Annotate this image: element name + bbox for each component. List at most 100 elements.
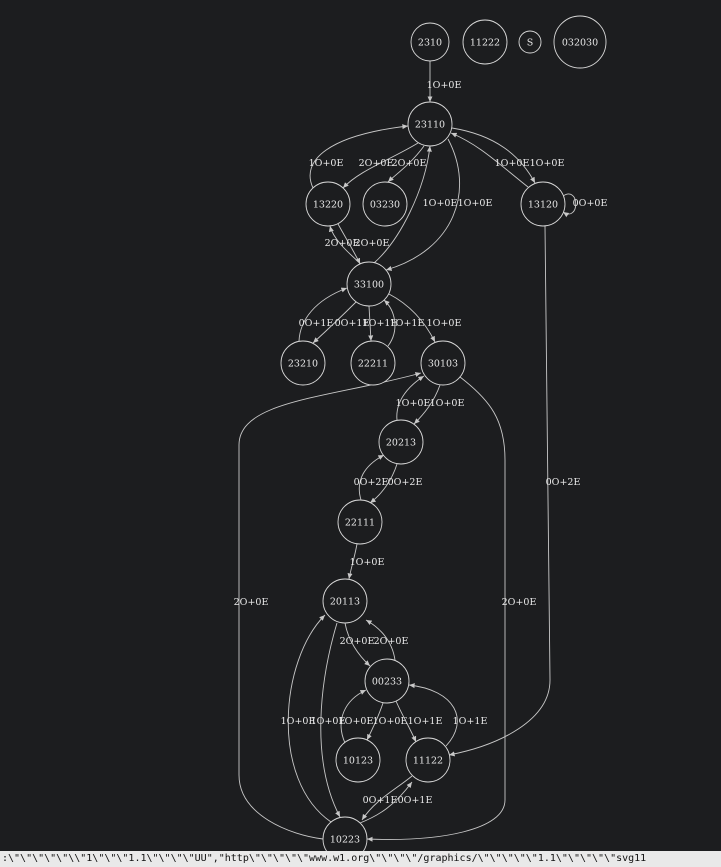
edge-line <box>369 463 398 504</box>
node-label: 20113 <box>330 597 360 608</box>
state-node-2310[interactable]: 2310 <box>410 22 450 62</box>
edge-line <box>387 145 425 183</box>
edge-10223-to-30103: 2O+0E <box>234 372 422 840</box>
node-circle[interactable] <box>280 340 326 386</box>
state-node-00233[interactable]: 00233 <box>364 658 410 704</box>
edge-13220-to-33100: 2O+0E <box>337 223 389 265</box>
edge-line <box>342 142 419 189</box>
node-circle[interactable] <box>322 578 368 624</box>
node-label: 20213 <box>386 438 416 449</box>
state-node-13220[interactable]: 13220 <box>305 181 351 227</box>
node-circle[interactable] <box>405 737 451 783</box>
state-node-13120[interactable]: 13120 <box>520 181 566 227</box>
edge-20213-to-22111: 0O+2E <box>369 463 423 504</box>
edge-label: 1O+1E <box>390 318 425 329</box>
state-node-23110[interactable]: 23110 <box>407 101 453 147</box>
state-node-20113[interactable]: 20113 <box>322 578 368 624</box>
edge-label: 0O+2E <box>546 477 581 488</box>
edge-20113-to-00233: 2O+0E <box>340 622 374 667</box>
edge-22211-to-33100: 1O+1E <box>383 299 425 347</box>
node-circle[interactable] <box>305 181 351 227</box>
edge-line <box>344 622 371 667</box>
edge-label: 1O+1E <box>453 716 488 727</box>
edge-line <box>347 543 358 580</box>
state-node-23210[interactable]: 23210 <box>280 340 326 386</box>
edge-11122-to-10223: 0O+1E <box>361 775 413 821</box>
state-node-11222[interactable]: 11222 <box>462 19 508 65</box>
edge-label: 1O+0E <box>495 158 530 169</box>
node-label: 23110 <box>415 120 445 131</box>
edge-label: 0O+0E <box>573 198 608 209</box>
edge-label: 1O+0E <box>281 716 316 727</box>
state-node-20213[interactable]: 20213 <box>378 419 424 465</box>
state-node-30103[interactable]: 30103 <box>420 340 466 386</box>
node-circle[interactable] <box>520 181 566 227</box>
nodes-layer: 2310 11222 S 032030 23110 13220 03230 13120 3310… <box>280 15 607 851</box>
node-circle[interactable] <box>410 22 450 62</box>
edge-line <box>368 305 374 342</box>
edge-23110-to-13220: 2O+0E <box>342 142 419 189</box>
edge-label: 1O+0E <box>311 716 346 727</box>
edge-label: 1O+0E <box>530 158 565 169</box>
edge-13220-to-23110: 1O+0E <box>309 124 409 189</box>
edge-line <box>312 301 357 344</box>
node-circle[interactable] <box>407 101 453 147</box>
node-circle[interactable] <box>553 15 607 69</box>
edge-00233-to-20113: 2O+0E <box>365 619 408 661</box>
node-circle[interactable] <box>364 658 410 704</box>
state-node-S[interactable]: S <box>518 30 542 54</box>
edge-label: 1O+0E <box>427 318 462 329</box>
edge-label: 2O+0E <box>392 158 427 169</box>
edge-label: 2O+0E <box>502 597 537 608</box>
node-circle[interactable] <box>378 419 424 465</box>
node-circle[interactable] <box>335 737 381 783</box>
edge-label: 2O+0E <box>234 597 269 608</box>
edge-line <box>385 138 461 271</box>
edge-line <box>413 384 441 425</box>
edge-10223-to-11122: 0O+1E <box>359 781 432 824</box>
edge-30103-to-20213: 1O+0E <box>413 384 464 425</box>
edge-line <box>408 683 458 747</box>
node-label: 22211 <box>358 359 388 370</box>
edge-label: 1O+0E <box>423 198 458 209</box>
edge-label: 0O+2E <box>388 477 423 488</box>
edge-line <box>383 299 396 347</box>
edge-20113-to-10223: 1O+0E <box>311 622 346 818</box>
edge-10123-to-00233: 1O+0E <box>339 689 373 744</box>
node-label: 13220 <box>313 200 343 211</box>
node-label: 23210 <box>288 359 318 370</box>
node-circle[interactable] <box>350 340 396 386</box>
edge-label: 1O+0E <box>427 80 462 91</box>
state-node-10223[interactable]: 10223 <box>322 816 368 851</box>
node-circle[interactable] <box>518 30 542 54</box>
state-node-33100[interactable]: 33100 <box>346 261 392 307</box>
edge-label: 2O+0E <box>325 238 360 249</box>
node-circle[interactable] <box>337 499 383 545</box>
node-circle[interactable] <box>322 816 368 851</box>
state-node-10123[interactable]: 10123 <box>335 737 381 783</box>
node-circle[interactable] <box>462 19 508 65</box>
edge-line <box>358 454 385 501</box>
state-node-22211[interactable]: 22211 <box>350 340 396 386</box>
node-label: 33100 <box>354 280 384 291</box>
node-circle[interactable] <box>346 261 392 307</box>
edge-line <box>450 132 529 188</box>
node-circle[interactable] <box>362 181 408 227</box>
edge-label: 1O+0E <box>396 398 431 409</box>
edge-line <box>448 225 551 757</box>
state-node-22111[interactable]: 22111 <box>337 499 383 545</box>
edge-23110-to-13120: 1O+0E <box>451 127 565 184</box>
state-node-03230[interactable]: 03230 <box>362 181 408 227</box>
edge-label: 1O+0E <box>373 716 408 727</box>
node-circle[interactable] <box>420 340 466 386</box>
state-node-032030[interactable]: 032030 <box>553 15 607 69</box>
edge-33100-to-23110: 1O+0E <box>373 145 458 264</box>
edge-label: 1O+1E <box>363 318 398 329</box>
edge-label: 1O+0E <box>350 557 385 568</box>
node-label: 13120 <box>528 200 558 211</box>
edge-10223-to-20113: 1O+0E <box>281 614 332 823</box>
edge-line <box>365 619 396 661</box>
state-node-11122[interactable]: 11122 <box>405 737 451 783</box>
edge-13120-to-11122: 0O+2E <box>448 225 581 757</box>
